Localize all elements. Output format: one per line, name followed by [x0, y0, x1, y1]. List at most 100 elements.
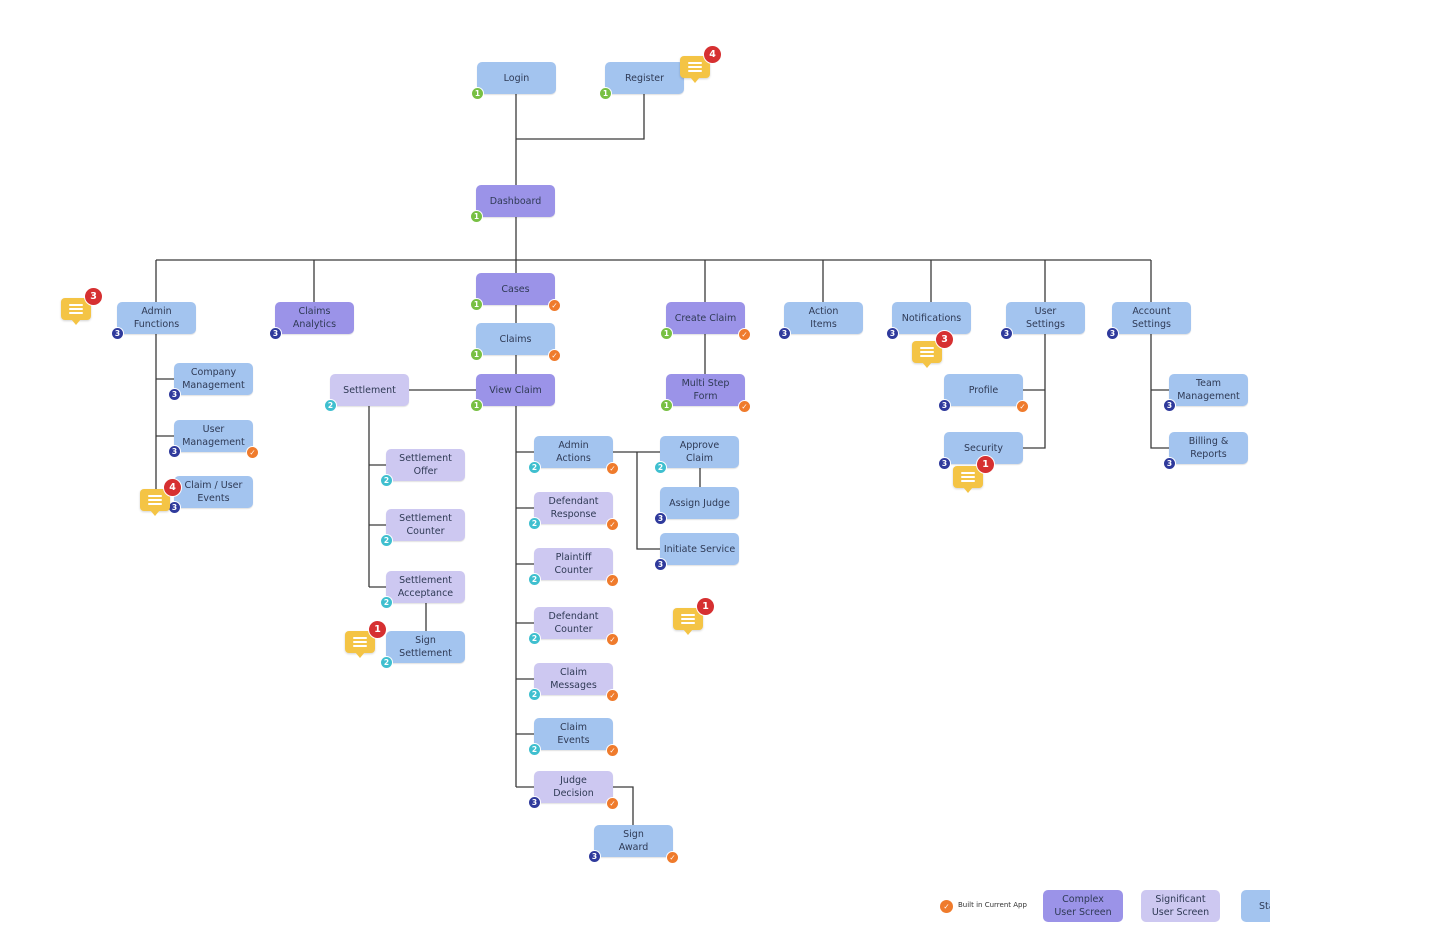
- level-badge: 3: [938, 457, 951, 470]
- comment-bubble-icon: [345, 631, 375, 653]
- level-badge: 3: [269, 327, 282, 340]
- screen-node-admin-functions[interactable]: Admin Functions 3: [111, 302, 196, 340]
- comment-icon[interactable]: 1: [345, 620, 387, 658]
- screen-node-label: Initiate Service: [663, 543, 736, 555]
- built-check-icon: ✓: [606, 462, 619, 475]
- screen-node-label: Dashboard: [489, 195, 542, 207]
- level-badge: 2: [324, 399, 337, 412]
- screen-node-label: User Settings: [1026, 306, 1065, 330]
- screen-node-label: Account Settings: [1132, 306, 1171, 330]
- comment-bubble-icon: [912, 341, 942, 363]
- screen-node-claim-messages[interactable]: Claim Messages 2 ✓: [528, 663, 619, 702]
- screen-node-label: Billing & Reports: [1188, 436, 1229, 460]
- screen-node-label: Admin Functions: [133, 306, 180, 330]
- built-check-icon: ✓: [606, 744, 619, 757]
- comment-count-badge: 3: [935, 330, 954, 349]
- screen-node-label: Team Management: [1177, 378, 1240, 402]
- screen-node-user-settings[interactable]: User Settings 3: [1000, 302, 1085, 340]
- screen-node-label: Plaintiff Counter: [554, 552, 593, 576]
- level-badge: 3: [528, 796, 541, 809]
- level-badge: 3: [168, 501, 181, 514]
- screen-node-label: Settlement Acceptance: [397, 575, 454, 599]
- screen-node-label: Security: [963, 442, 1003, 454]
- level-badge: 3: [111, 327, 124, 340]
- comment-icon[interactable]: 1: [673, 597, 715, 635]
- screen-node-label: Claims: [499, 333, 532, 345]
- legend-swatch-complex: Complex User Screen: [1043, 890, 1123, 922]
- level-badge: 3: [168, 445, 181, 458]
- level-badge: 2: [528, 573, 541, 586]
- connector-line: [1150, 334, 1169, 449]
- built-check-icon: ✓: [606, 689, 619, 702]
- level-badge: 2: [380, 596, 393, 609]
- screen-node-label: Judge Decision: [553, 775, 594, 799]
- level-badge: 3: [1000, 327, 1013, 340]
- built-check-icon: ✓: [738, 328, 751, 341]
- connector-line: [516, 94, 645, 140]
- level-badge: 2: [528, 688, 541, 701]
- screen-node-label: Cases: [501, 283, 530, 295]
- level-badge: 3: [886, 327, 899, 340]
- screen-node-label: Sign Settlement: [399, 635, 452, 659]
- screen-node-label: Settlement: [343, 384, 396, 396]
- comment-icon[interactable]: 3: [61, 287, 103, 325]
- comment-bubble-icon: [140, 489, 170, 511]
- comment-icon[interactable]: 3: [912, 330, 954, 368]
- comment-icon[interactable]: 4: [680, 45, 722, 83]
- comment-count-badge: 4: [163, 478, 182, 497]
- screen-node-label: Profile: [968, 384, 999, 396]
- screen-node-sign-settlement[interactable]: Sign Settlement 2: [380, 631, 465, 669]
- screen-node-settlement[interactable]: Settlement 2: [324, 374, 409, 412]
- comment-icon[interactable]: 1: [953, 455, 995, 493]
- level-badge: 3: [938, 399, 951, 412]
- screen-node-label: Claim Messages: [550, 667, 597, 691]
- level-badge: 3: [1163, 399, 1176, 412]
- built-check-icon: ✓: [548, 349, 561, 362]
- screen-node-settlement-acceptance[interactable]: Settlement Acceptance 2: [380, 571, 465, 609]
- comment-icon[interactable]: 4: [140, 478, 182, 516]
- level-badge: 1: [471, 87, 484, 100]
- screen-node-label: Claim Events: [557, 722, 590, 746]
- screen-node-label: User Management: [182, 424, 245, 448]
- screen-node-label: View Claim: [489, 384, 542, 396]
- level-badge: 1: [660, 399, 673, 412]
- level-badge: 2: [380, 656, 393, 669]
- built-check-icon: ✓: [666, 851, 679, 864]
- built-check-icon: ✓: [606, 633, 619, 646]
- comment-count-badge: 1: [368, 620, 387, 639]
- level-badge: 1: [599, 87, 612, 100]
- legend-built-label: Built in Current App: [958, 901, 1027, 909]
